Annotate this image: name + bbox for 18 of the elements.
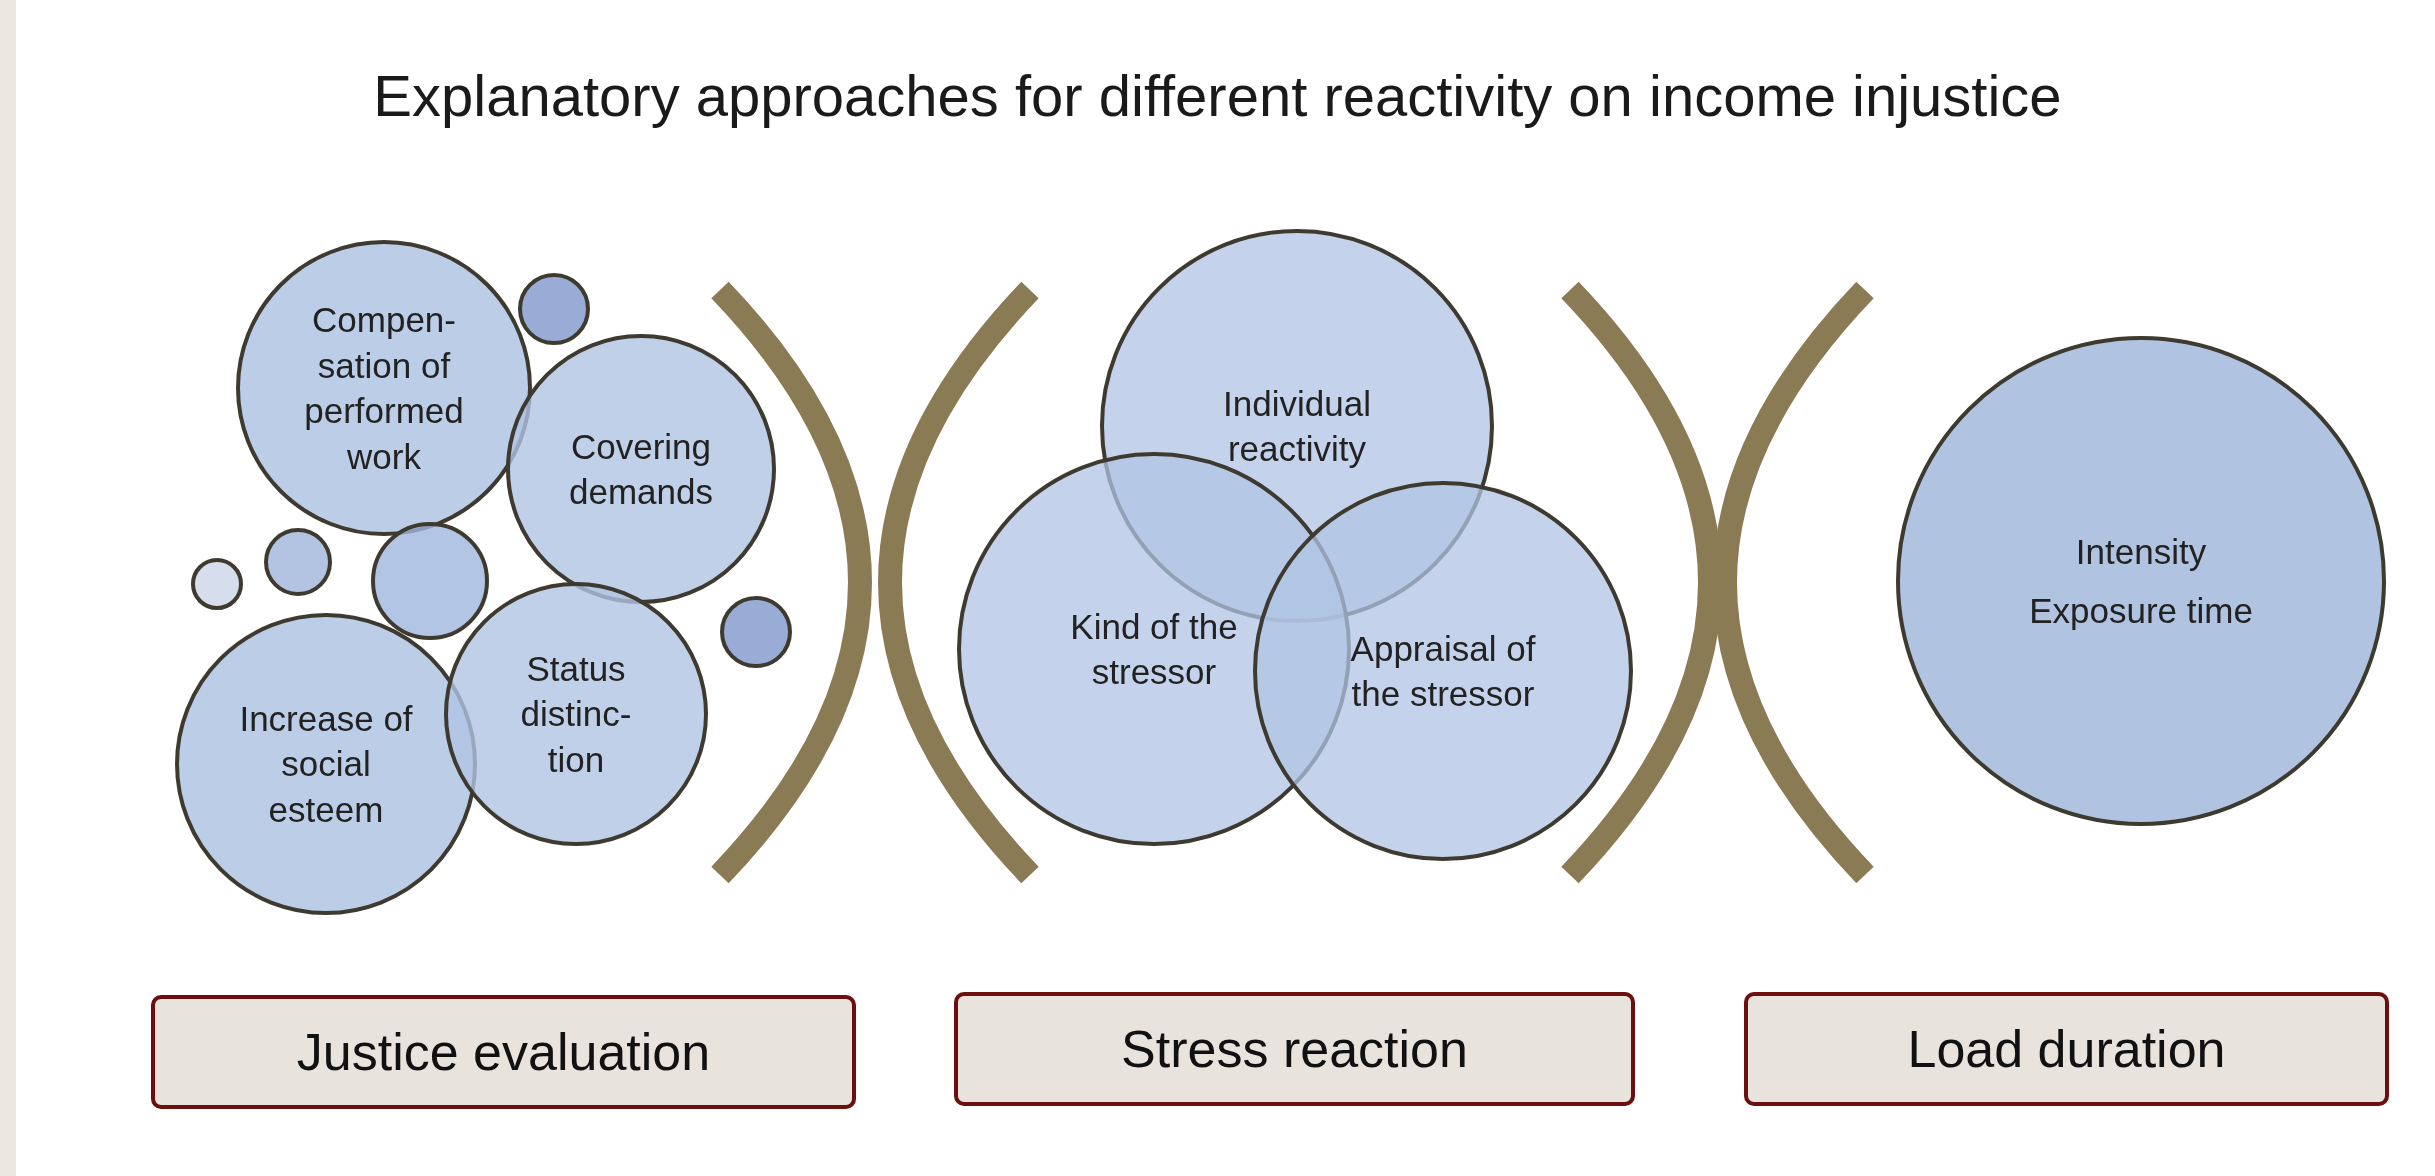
node-label: Load duration: [1907, 1019, 2226, 1079]
node-label: Kind of the stressor: [1069, 605, 1239, 693]
circle: [191, 558, 243, 610]
node-label: Intensity: [2074, 530, 2208, 573]
node-label: Justice evaluation: [296, 1022, 711, 1082]
node-label: Status distinc- tion: [519, 647, 633, 781]
label-box: [954, 992, 1635, 1106]
label-box: [1744, 992, 2389, 1106]
node-label: Stress reaction: [1121, 1019, 1468, 1079]
node-label: Compen- sation of performed work: [303, 299, 465, 478]
node-label: Individual reactivity: [1222, 382, 1372, 470]
circle: [518, 273, 590, 345]
node-label: Increase of social esteem: [238, 697, 414, 831]
node-label: Exposure time: [2028, 590, 2254, 632]
node-label: Appraisal of the stressor: [1349, 627, 1537, 715]
node-label: Covering demands: [568, 425, 714, 513]
label-box: [151, 995, 856, 1109]
title: Explanatory approaches for different reactivity on income injustice: [372, 62, 2063, 129]
